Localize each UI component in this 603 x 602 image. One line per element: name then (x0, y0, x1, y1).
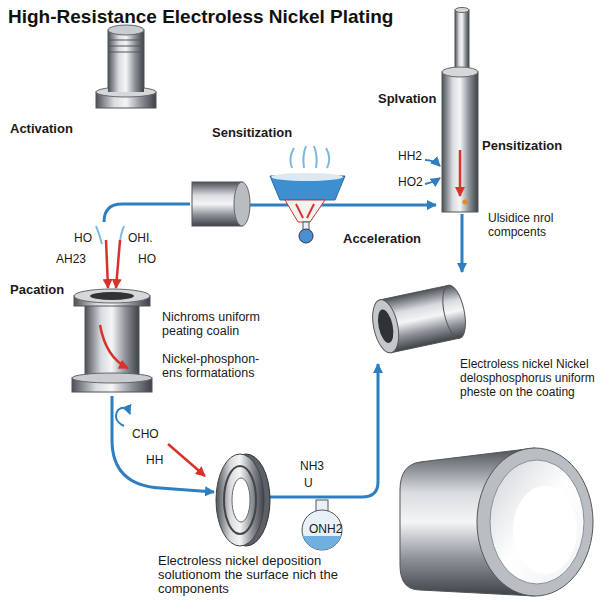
chemical-label: HH (146, 454, 163, 468)
illustration-part (116, 408, 130, 426)
illustration-part (290, 148, 294, 168)
flow-line (104, 204, 190, 222)
solution-flask (302, 500, 342, 550)
illustration-part (116, 240, 120, 288)
chemical-label: HO (74, 232, 92, 246)
illustration-part (108, 40, 144, 41)
note-label: Nichroms uniform peating coalin (162, 310, 302, 339)
diagram-title: High-Resistance Electroless Nickel Plati… (8, 6, 393, 28)
flow-line (425, 160, 440, 166)
chemical-label: HO2 (398, 176, 423, 190)
flow-line (245, 204, 436, 207)
splvation-part (442, 8, 478, 213)
illustration-part (442, 72, 478, 212)
note-label: Electroless nickel Nickel delosphosphoru… (460, 358, 596, 399)
step-label: Splvation (378, 92, 437, 107)
step-label: Pacation (10, 283, 64, 298)
chemical-label: AH23 (56, 253, 86, 267)
illustration-part (513, 486, 577, 574)
illustration-part (455, 10, 469, 72)
illustration-part (299, 229, 313, 243)
illustration-part (303, 146, 306, 168)
illustration-part (72, 373, 152, 383)
illustration-part (85, 302, 139, 380)
illustration-part (455, 8, 469, 13)
step-label: Pensitization (482, 139, 562, 154)
coated-component (400, 448, 593, 596)
illustration-part (375, 308, 396, 344)
illustration-part (216, 454, 264, 546)
illustration-part (96, 87, 156, 97)
flow-line (425, 178, 440, 184)
step-label: Sensitization (212, 126, 292, 141)
illustration-part (459, 150, 462, 196)
illustration-part (108, 86, 144, 92)
illustration-part (234, 182, 250, 226)
flow-line (461, 214, 464, 272)
flow-line (96, 226, 102, 244)
deposition-disk (216, 454, 270, 546)
plating-part (72, 289, 152, 392)
illustration-part (271, 173, 343, 181)
chemical-label: CHO (132, 428, 159, 442)
step-label: Activation (10, 122, 73, 137)
illustration-part (296, 204, 303, 218)
chemical-label: OHI. (128, 232, 153, 246)
note-label: Nickel-phosphon- ens formatations (162, 352, 280, 381)
illustration-part (303, 536, 341, 550)
illustration-part (463, 200, 468, 205)
step-label: Acceleration (343, 232, 421, 247)
illustration-part (108, 52, 144, 53)
note-label: Ulsidice nrol compcents (488, 212, 588, 240)
illustration-part (442, 67, 478, 77)
illustration-part (168, 444, 205, 476)
chemical-label: HH2 (398, 150, 422, 164)
note-label: Electroless nickel deposition solutionom… (158, 554, 358, 596)
illustration-part (490, 460, 584, 584)
activation-part (96, 25, 156, 108)
chemical-label: HO (138, 253, 156, 267)
illustration-part (100, 325, 128, 368)
illustration-part (314, 146, 317, 168)
illustration-part (302, 510, 342, 550)
illustration-part (368, 297, 403, 355)
chemical-label: NH3 (300, 460, 324, 474)
illustration-part (285, 200, 325, 222)
illustration-part (74, 289, 150, 303)
illustration-part (439, 283, 470, 340)
illustration-part (106, 240, 108, 288)
flow-lines (96, 160, 462, 497)
flow-line (112, 396, 214, 492)
sensitization-sprayer (270, 146, 345, 243)
illustration-part (108, 30, 144, 92)
acceleration-part (368, 283, 469, 355)
illustration-part (326, 148, 329, 168)
symbol-label: U (304, 477, 313, 491)
illustration-part (90, 292, 134, 300)
illustration-part (108, 46, 144, 47)
illustration-part (307, 204, 314, 218)
illustration-part (224, 466, 256, 534)
illustration-part (477, 448, 593, 596)
flow-line (268, 364, 378, 497)
illustration-part (232, 478, 250, 522)
sensitization-part (192, 182, 250, 226)
chemical-label: ONH2 (309, 523, 342, 537)
